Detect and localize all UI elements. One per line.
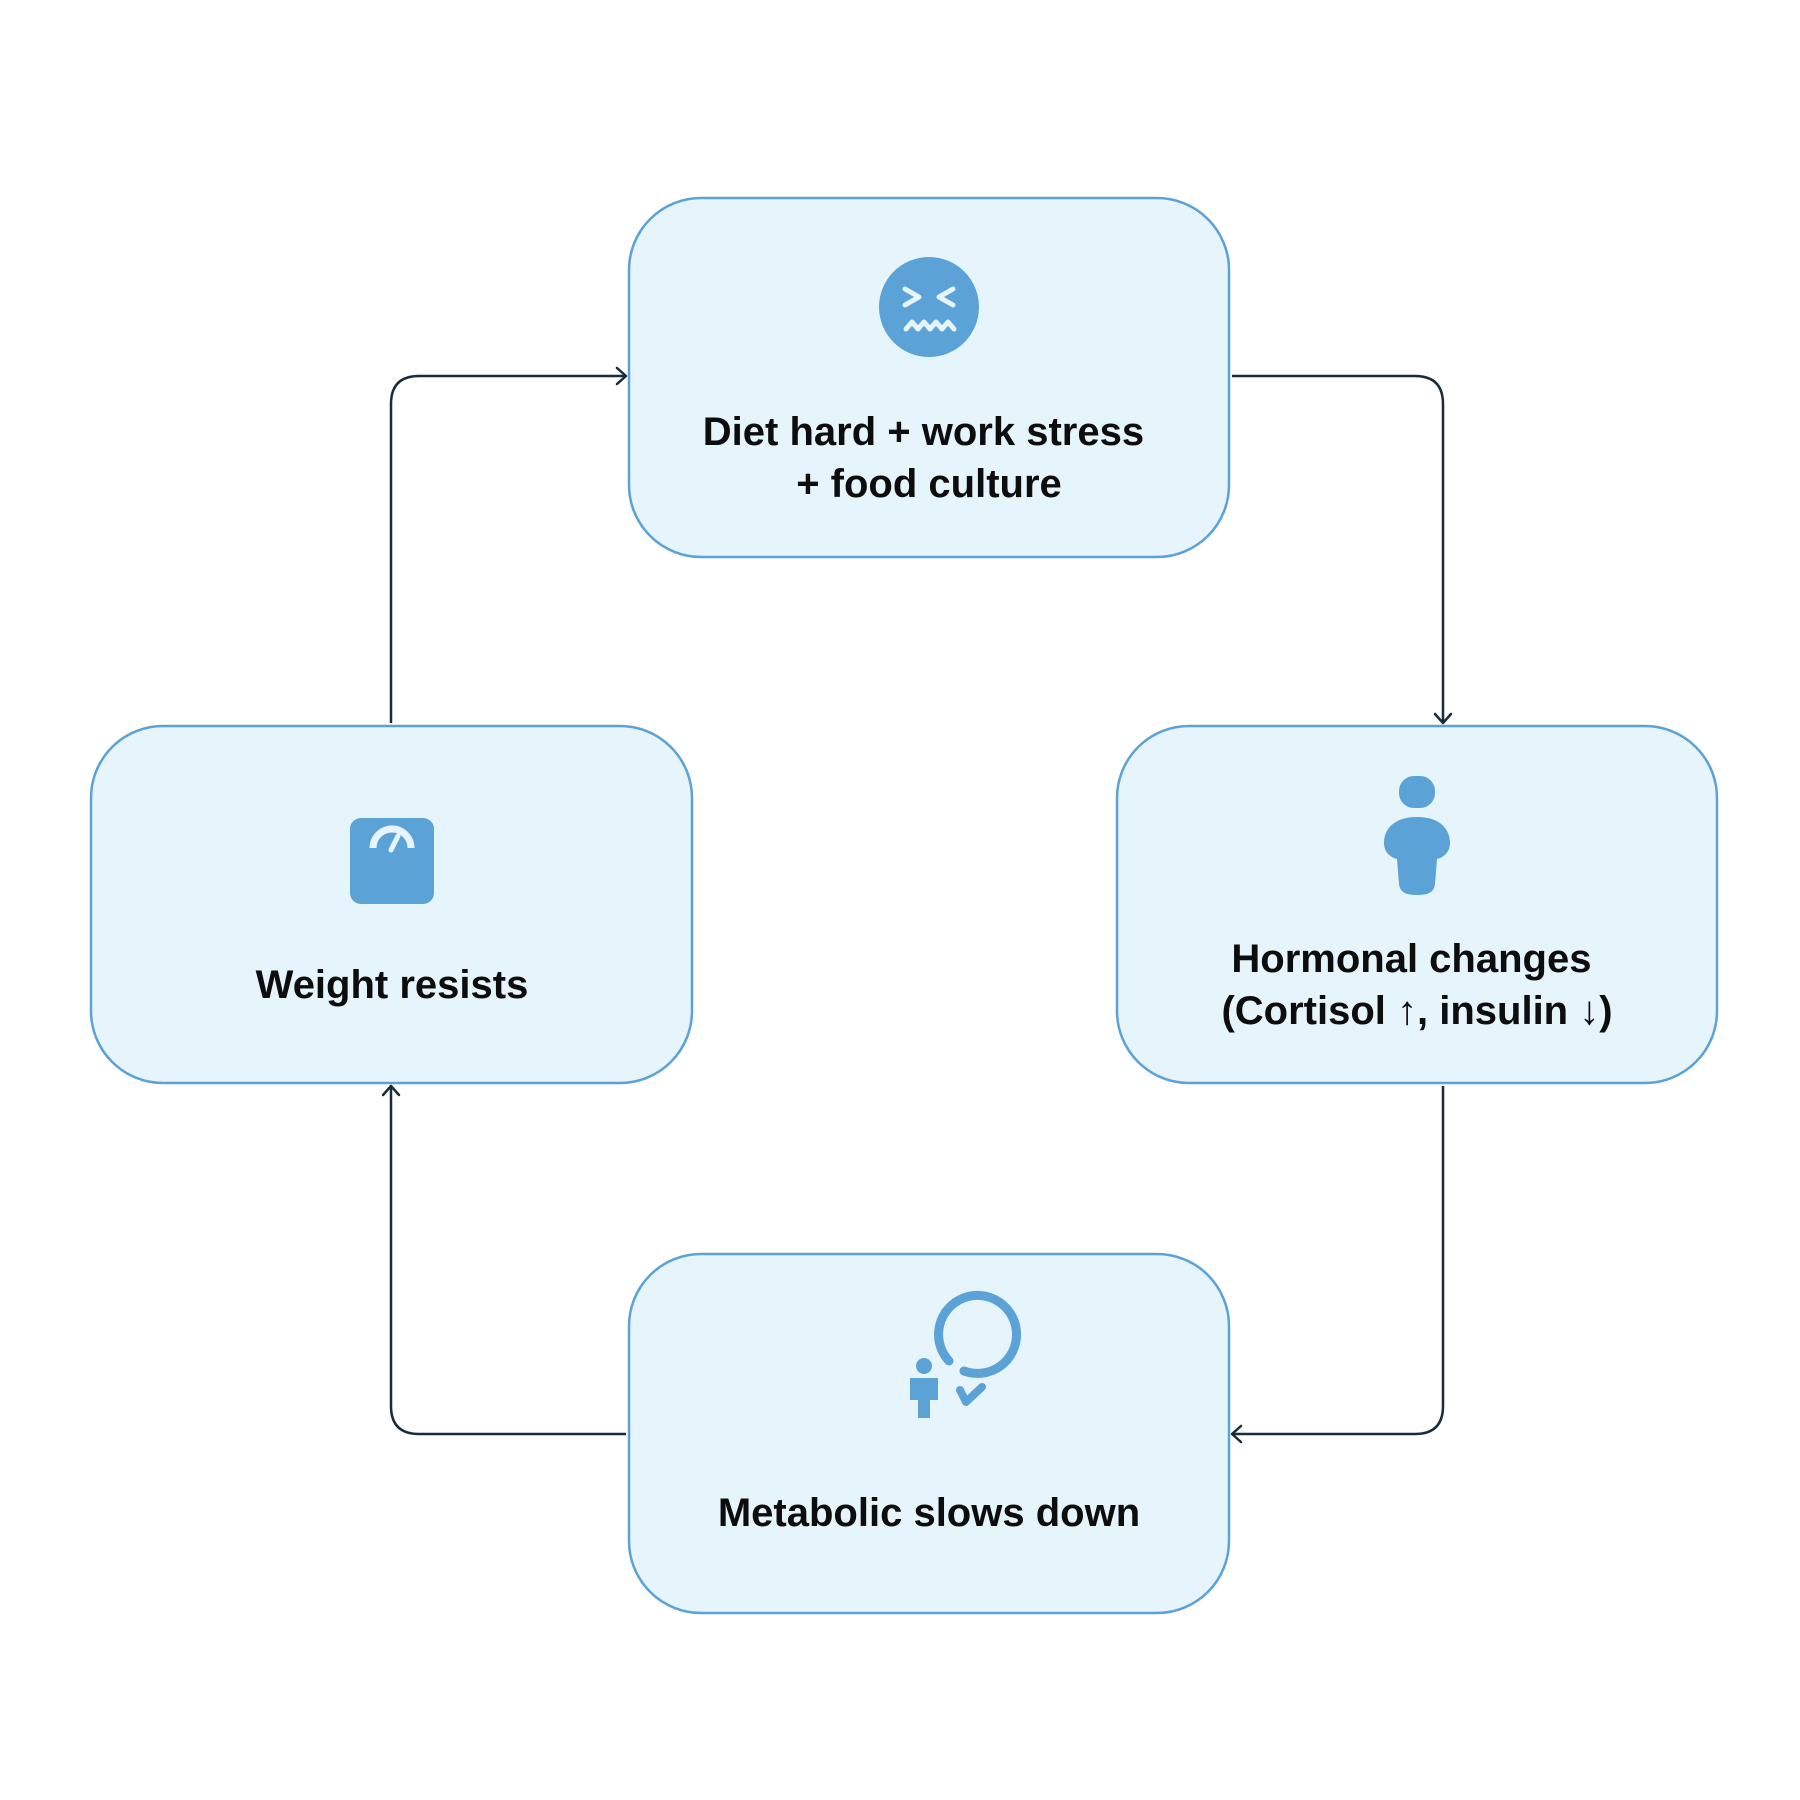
weight-scale-icon xyxy=(350,818,434,904)
node-box xyxy=(627,1252,1231,1615)
node-label: Hormonal changes (Cortisol ↑, insulin ↓) xyxy=(1221,937,1612,1033)
node-weight: Weight resists xyxy=(89,724,694,1085)
node-label: Diet hard + work stress + food culture xyxy=(703,410,1155,506)
edge-metabolism-to-weight xyxy=(381,1084,626,1436)
node-label-line: (Cortisol ↑, insulin ↓) xyxy=(1221,989,1612,1033)
arrowhead xyxy=(615,366,628,386)
node-box xyxy=(627,196,1231,559)
edge-stress-to-hormones xyxy=(1232,374,1453,725)
arrowhead xyxy=(1433,712,1453,725)
node-label-line: + food culture xyxy=(796,462,1062,506)
node-label-line: Metabolic slows down xyxy=(718,1491,1140,1535)
node-box xyxy=(89,724,694,1085)
arrowhead xyxy=(1230,1424,1243,1444)
node-label-line: Hormonal changes xyxy=(1231,937,1591,981)
confounded-face-icon xyxy=(879,257,979,357)
node-label-line: Diet hard + work stress xyxy=(703,410,1144,454)
person-body-icon xyxy=(1384,776,1450,895)
person-cycle-icon xyxy=(910,1290,1021,1418)
node-label: Weight resists xyxy=(256,963,529,1007)
edge-weight-to-stress xyxy=(389,366,628,723)
node-hormones: Hormonal changes (Cortisol ↑, insulin ↓) xyxy=(1115,724,1719,1085)
node-box xyxy=(1115,724,1719,1085)
arrowhead xyxy=(381,1084,401,1097)
node-metabolism: Metabolic slows down xyxy=(627,1252,1231,1615)
edge-hormones-to-metabolism xyxy=(1230,1086,1445,1444)
node-label: Metabolic slows down xyxy=(718,1491,1140,1535)
node-label-line: Weight resists xyxy=(256,963,529,1007)
node-stress: Diet hard + work stress + food culture xyxy=(627,196,1231,559)
